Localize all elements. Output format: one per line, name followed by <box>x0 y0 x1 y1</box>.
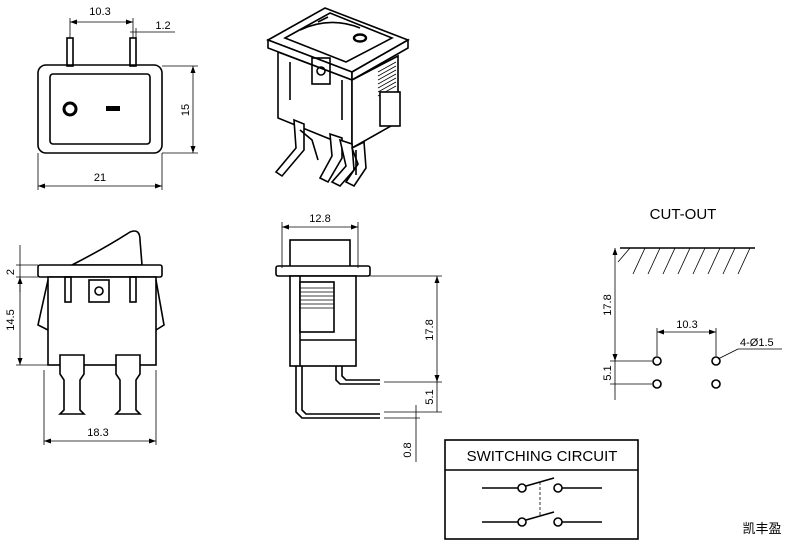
front-pin-right <box>129 37 137 67</box>
cutout-hole-4 <box>711 379 721 389</box>
cutout-hole-2 <box>711 356 721 366</box>
front-view: 10.3 1.2 15 21 <box>37 6 198 190</box>
cutout-view: CUT-OUT 17.8 5.1 10.3 4-Ø1.5 <box>602 206 782 400</box>
side-view: 2 14.5 18.3 <box>5 230 165 445</box>
off-symbol-icon <box>62 101 78 117</box>
on-symbol-icon <box>106 106 120 111</box>
cutout-dim-spacing: 10.3 <box>676 319 697 331</box>
circuit-title: SWITCHING CIRCUIT <box>467 448 618 465</box>
section-dim-offset: 5.1 <box>424 389 436 404</box>
section-dim-thickness: 0.8 <box>402 442 414 457</box>
circuit-box <box>444 439 639 540</box>
front-dim-height: 15 <box>180 104 192 116</box>
side-dim-base: 18.3 <box>87 427 108 439</box>
side-terminal-left <box>58 354 86 415</box>
side-rocker <box>71 230 143 266</box>
front-body-outer <box>37 64 163 154</box>
section-view: 12.8 17.8 5.1 0.8 <box>275 213 442 462</box>
cutout-hole-1 <box>652 356 662 366</box>
section-dim-width: 12.8 <box>309 213 330 225</box>
cutout-title: CUT-OUT <box>650 206 717 223</box>
cutout-dim-offset: 5.1 <box>602 365 614 380</box>
side-bezel <box>37 264 163 278</box>
front-dim-width: 10.3 <box>89 6 110 18</box>
side-dim-height: 14.5 <box>5 309 17 330</box>
switching-circuit: SWITCHING CIRCUIT <box>444 439 639 540</box>
watermark-text: 凯丰盈 <box>742 522 781 537</box>
side-body <box>47 276 157 366</box>
section-dim-height: 17.8 <box>424 319 436 340</box>
front-body-inner <box>49 73 151 145</box>
side-terminal-right <box>114 354 142 415</box>
section-bezel <box>275 265 371 277</box>
isometric-view <box>266 7 410 188</box>
side-dim-top: 2 <box>5 269 17 275</box>
cutout-hole-3 <box>652 379 662 389</box>
cutout-dim-height: 17.8 <box>602 294 614 315</box>
front-dim-pin: 1.2 <box>155 20 170 32</box>
front-pin-left <box>66 37 74 67</box>
cutout-hole-label: 4-Ø1.5 <box>740 337 774 349</box>
section-rocker <box>289 239 351 269</box>
front-dim-total: 21 <box>94 172 106 184</box>
